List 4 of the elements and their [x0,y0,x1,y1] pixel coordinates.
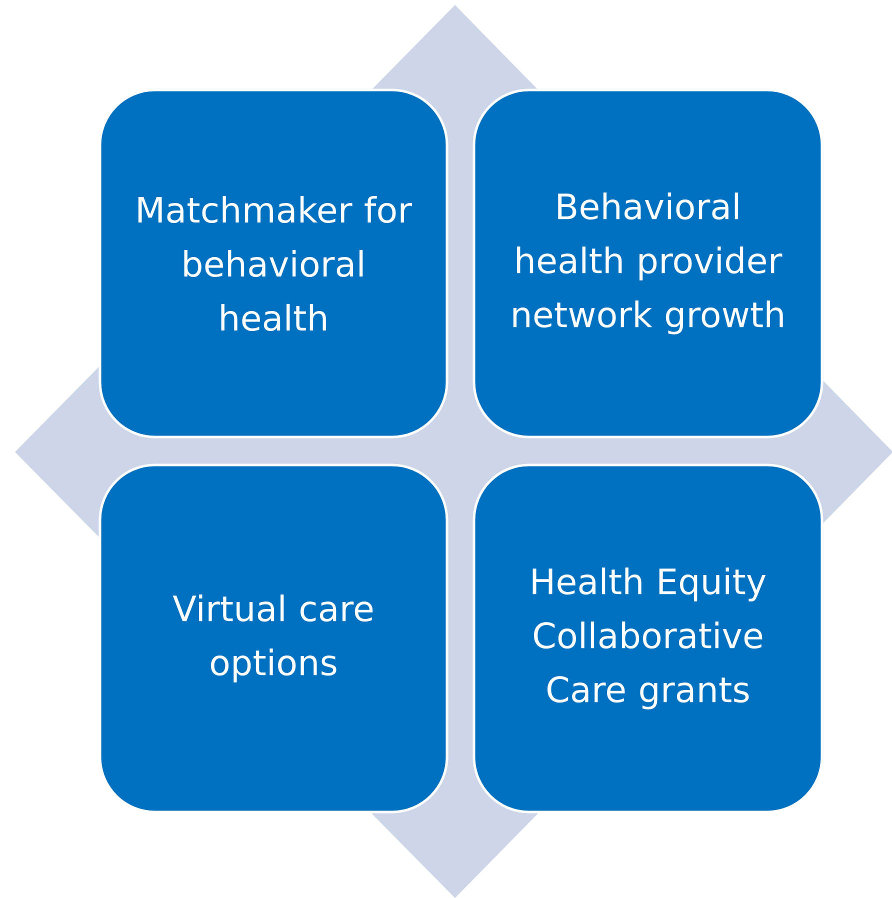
rounded-box: Health Equity Collaborative Care grants [472,464,824,814]
rounded-box: Virtual care options [98,464,448,814]
rounded-box: Behavioral health provider network growth [472,88,824,438]
rounded-box: Matchmaker for behavioral health [98,88,448,438]
